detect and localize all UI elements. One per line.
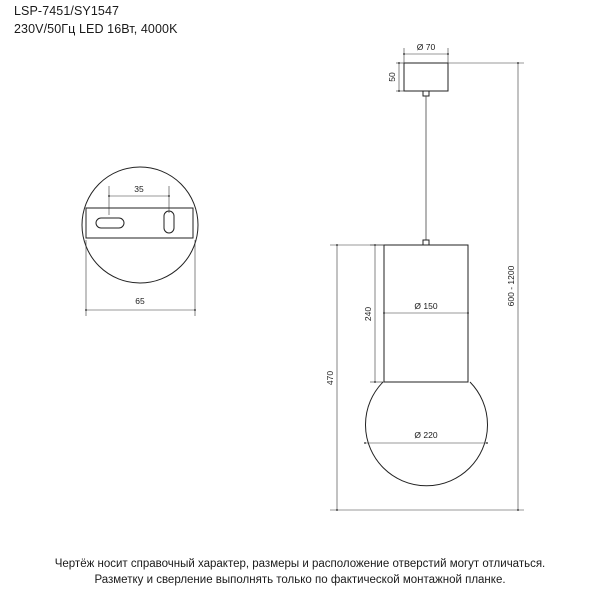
electrical-specs: 230V/50Гц LED 16Вт, 4000K (14, 22, 178, 36)
dim-35-label: 35 (134, 184, 144, 194)
lamp-side-view: Ø 70 50 Ø 150 240 Ø 220 470 600 - 1200 (325, 42, 524, 511)
canopy-circle (81, 166, 199, 284)
slot-hole-right (163, 210, 175, 234)
cable-grip-top (422, 90, 430, 97)
dim-470-label: 470 (325, 371, 335, 385)
dim-240-label: 240 (363, 307, 373, 321)
dim-susp-label: 600 - 1200 (506, 265, 516, 306)
mounting-bar (85, 207, 194, 239)
disclaimer-line-2: Разметку и сверление выполнять только по… (94, 574, 506, 586)
model-number: LSP-7451/SY1547 (14, 4, 120, 18)
dim-65-label: 65 (135, 296, 145, 306)
dim-50-label: 50 (387, 72, 397, 82)
slot-hole-left (95, 217, 125, 229)
dim-d150-label: Ø 150 (414, 301, 437, 311)
disclaimer-line-1: Чертёж носит справочный характер, размер… (54, 558, 546, 570)
mounting-plate-view: 35 65 (81, 166, 199, 316)
dim-d220-label: Ø 220 (414, 430, 437, 440)
canopy-body (403, 62, 449, 92)
cable-grip-bottom (422, 239, 430, 246)
cylinder-shade (383, 244, 469, 383)
dim-d70-label: Ø 70 (417, 42, 436, 52)
sphere-diffuser (365, 381, 488, 487)
